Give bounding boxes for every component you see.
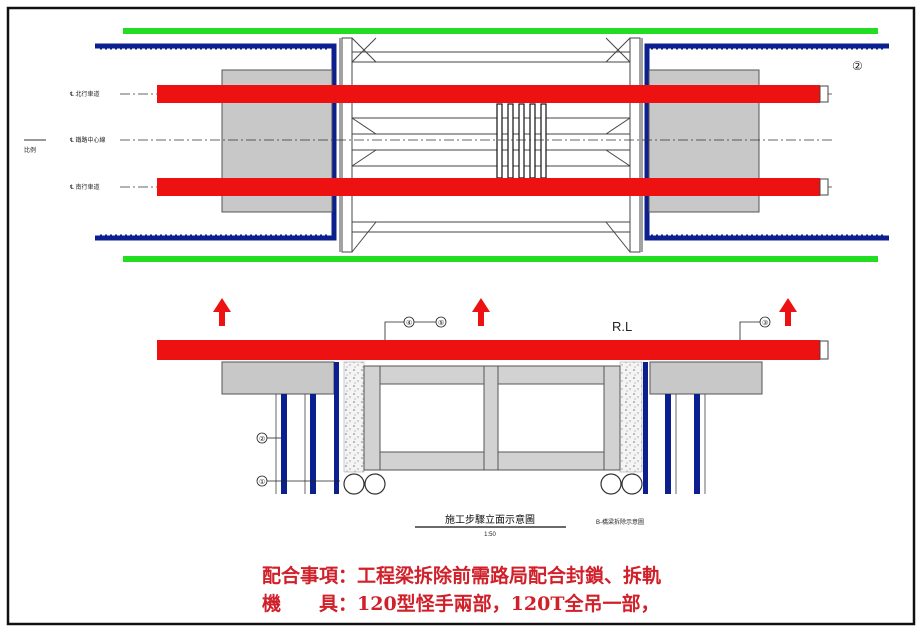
bridge-frame [339, 37, 643, 253]
beam-south [157, 178, 820, 196]
retaining-wall-top [95, 43, 889, 241]
callout-ref-4: ④ [406, 319, 412, 327]
plan-circle-ref: ② [852, 59, 863, 73]
lift-arrow-left [213, 298, 231, 326]
plan-view: ℄ 北行車道 ℄ 鐵路中心線 ℄ 南行車道 比例 ② [24, 28, 889, 262]
abutment-cap-left [221, 361, 335, 395]
drain-pipes [343, 473, 643, 495]
beam-south-end [819, 178, 829, 196]
lift-arrow-center [472, 298, 490, 326]
elevation-view: R.L ④ ⑤ ③ [157, 298, 829, 538]
drawing-ref: B-橋梁拆除示意圖 [596, 518, 644, 526]
drawing-border [6, 6, 916, 626]
elevation-title: 施工步驟立面示意圖 [445, 513, 535, 526]
callout-ref-5: ⑤ [438, 319, 444, 327]
note-line-2: 機 具：120型怪手兩部，120T全吊一部， [262, 592, 659, 615]
lift-arrows [213, 298, 797, 326]
beam-north [157, 85, 820, 103]
pile-outlines [275, 394, 706, 494]
beam-elevation [157, 340, 820, 360]
backfill-left [343, 361, 365, 473]
beam-elevation-end [819, 340, 829, 360]
pile-ref-lines [256, 432, 340, 487]
pile-ref-1: ① [259, 478, 265, 486]
fence-top [123, 28, 878, 34]
elevation-scale: 1:50 [484, 532, 496, 538]
pile-ref-2: ② [259, 435, 265, 443]
box-culvert [363, 365, 621, 471]
centerline-label-center: ℄ 鐵路中心線 [69, 136, 106, 144]
wall-ticks [100, 48, 885, 236]
centerline-label-south: ℄ 南行車道 [69, 183, 100, 191]
note-line-1: 配合事項：工程梁拆除前需路局配合封鎖、拆軌 [262, 564, 661, 587]
centerline-label-north: ℄ 北行車道 [69, 90, 100, 98]
fence-bottom [123, 256, 878, 262]
backfill-right [619, 361, 643, 473]
lift-arrow-right [779, 298, 797, 326]
steel-piles [281, 362, 700, 494]
rl-label: R.L [612, 319, 632, 334]
callout-ref-3: ③ [762, 319, 768, 327]
side-mark: 比例 [24, 146, 36, 154]
abutment-cap-right [649, 361, 763, 395]
beam-north-end [819, 85, 829, 103]
